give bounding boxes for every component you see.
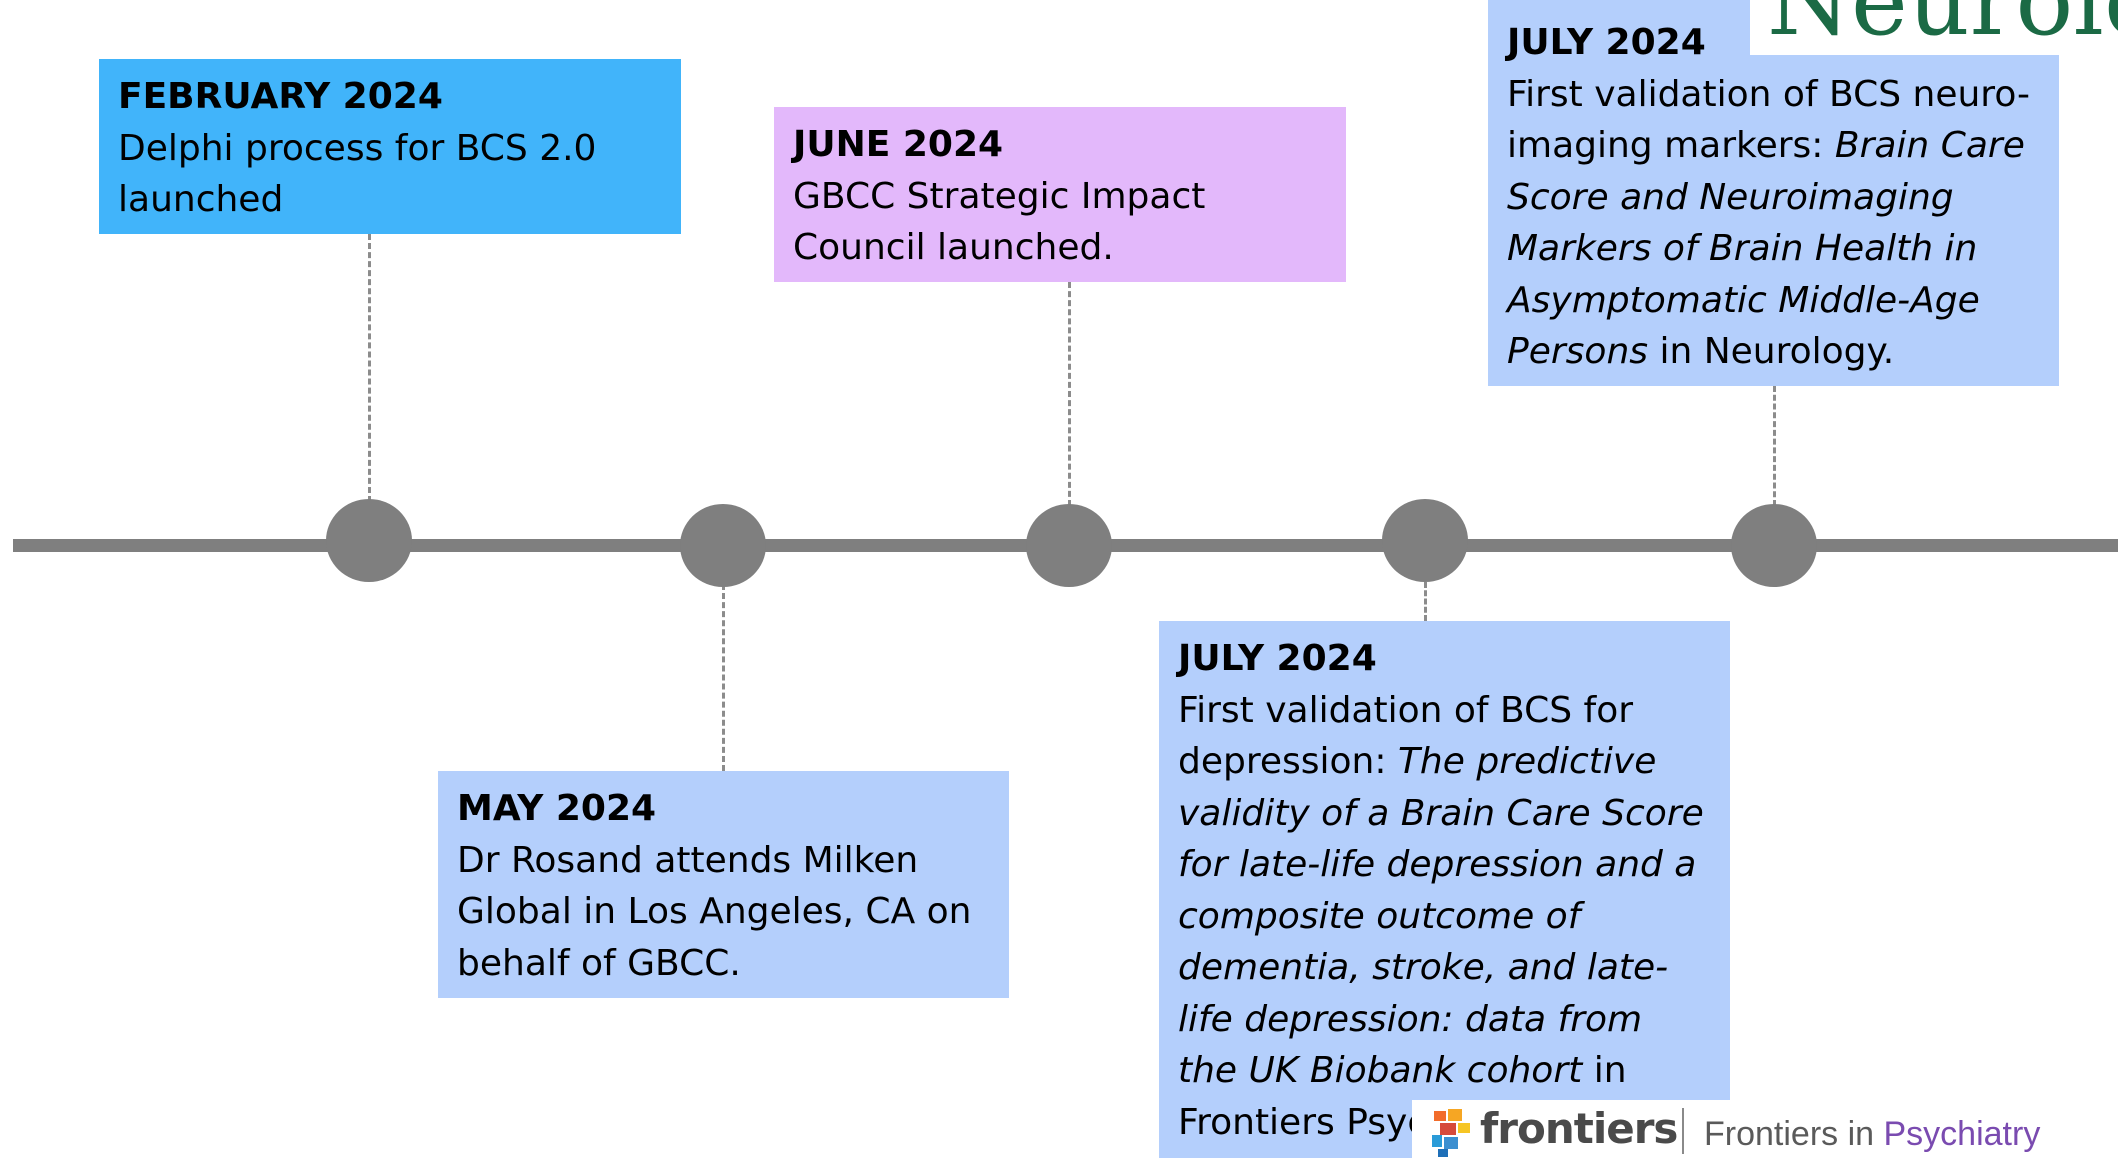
frontiers-wordmark: frontiers xyxy=(1480,1104,1678,1153)
frontiers-divider xyxy=(1682,1108,1684,1154)
milestone-text: Dr Rosand attends Milken Global in Los A… xyxy=(457,839,972,984)
milestone-text-lead: First validation of BCS for depression: xyxy=(1178,689,1634,783)
connector-feb xyxy=(368,234,371,502)
milestone-text: First validation of BCS for depression: … xyxy=(1178,685,1712,1149)
milestone-card-jul-2024-neuroimaging: JULY 2024 First validation of BCS neuro-… xyxy=(1488,0,2059,386)
milestone-card-feb-2024: FEBRUARY 2024 Delphi process for BCS 2.0… xyxy=(99,59,681,234)
neurology-logo-overlay: Neurology xyxy=(1750,0,2118,55)
timeline-node-jul-depr xyxy=(1382,499,1468,582)
milestone-date: JULY 2024 xyxy=(1178,638,1377,679)
paper-title: The predictive validity of a Brain Care … xyxy=(1178,741,1704,1091)
frontiers-journal-prefix: Frontiers in xyxy=(1704,1115,1884,1153)
milestone-card-jul-2024-depression: JULY 2024 First validation of BCS for de… xyxy=(1159,621,1730,1158)
frontiers-journal-name: Frontiers in Psychiatry xyxy=(1704,1114,2040,1154)
milestone-date: MAY 2024 xyxy=(457,788,657,829)
paper-title: Brain Care Score and Neuroimaging Marker… xyxy=(1507,125,2025,372)
connector-may xyxy=(722,584,725,771)
connector-jul-neuro xyxy=(1773,386,1776,506)
timeline-node-may xyxy=(680,504,766,587)
frontiers-mark-icon xyxy=(1432,1109,1470,1157)
timeline-node-jul-neuro xyxy=(1731,504,1817,587)
milestone-text-tail: in Neurology. xyxy=(1648,331,1895,372)
milestone-date: FEBRUARY 2024 xyxy=(118,76,443,117)
timeline-node-feb xyxy=(326,499,412,582)
milestone-card-may-2024: MAY 2024 Dr Rosand attends Milken Global… xyxy=(438,771,1009,998)
milestone-card-jun-2024: JUNE 2024 GBCC Strategic Impact Council … xyxy=(774,107,1346,282)
milestone-text: Delphi process for BCS 2.0 launched xyxy=(118,127,597,221)
frontiers-journal-accent: Psychiatry xyxy=(1883,1115,2041,1153)
neurology-logo-text: Neurology xyxy=(1767,0,2118,55)
milestone-date: JUNE 2024 xyxy=(793,124,1004,165)
milestone-text: First validation of BCS neuro-imaging ma… xyxy=(1507,69,2041,378)
milestone-text: GBCC Strategic Impact Council launched. xyxy=(793,175,1206,269)
timeline-node-jun xyxy=(1026,504,1112,587)
connector-jul-depr xyxy=(1424,582,1427,621)
milestone-date: JULY 2024 xyxy=(1507,22,1706,63)
milestone-text-lead: First validation of BCS neuro-imaging ma… xyxy=(1507,73,2031,167)
frontiers-logo: frontiers Frontiers in Psychiatry xyxy=(1412,1100,2042,1158)
connector-jun xyxy=(1068,282,1071,506)
